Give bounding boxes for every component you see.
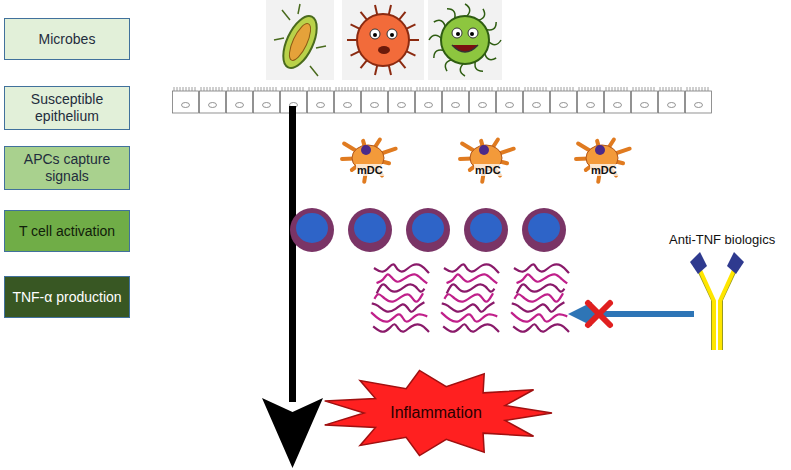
epithelium <box>172 86 712 114</box>
t-cell <box>522 208 566 252</box>
node-text: Inflammation <box>390 403 482 422</box>
step-box: Susceptible epithelium <box>4 86 130 130</box>
virus <box>347 5 419 75</box>
cell-label: mDC <box>474 164 502 176</box>
step-box: APCs capture signals <box>4 146 130 190</box>
t-cell <box>406 208 450 252</box>
dendritic-cell <box>342 139 396 181</box>
bacterium <box>274 4 326 76</box>
step-box: T cell activation <box>4 210 130 252</box>
node-text: TNF-α production <box>12 289 121 306</box>
cell-label: mDC <box>590 164 618 176</box>
t-cell <box>464 208 508 252</box>
dendritic-cell <box>576 139 630 181</box>
node-text: APCs capture signals <box>11 151 123 185</box>
cell-label: mDC <box>356 164 384 176</box>
tnf-protein <box>511 264 569 332</box>
blocking-arrow <box>568 302 694 326</box>
drug-label: Anti-TNF biologics <box>668 232 776 247</box>
step-box: TNF-α production <box>4 276 130 318</box>
antibody <box>690 252 744 350</box>
tnf-protein <box>441 264 499 332</box>
tnf-protein <box>371 264 429 332</box>
microbe <box>429 4 501 76</box>
node-text: Susceptible epithelium <box>11 91 123 125</box>
inflammation-burst: Inflammation <box>318 368 554 458</box>
step-box: Microbes <box>4 18 130 60</box>
t-cell <box>348 208 392 252</box>
node-text: T cell activation <box>19 223 115 240</box>
t-cell <box>290 208 334 252</box>
flow-arrow <box>262 106 323 468</box>
dendritic-cell <box>460 139 514 181</box>
node-text: Microbes <box>39 31 96 48</box>
